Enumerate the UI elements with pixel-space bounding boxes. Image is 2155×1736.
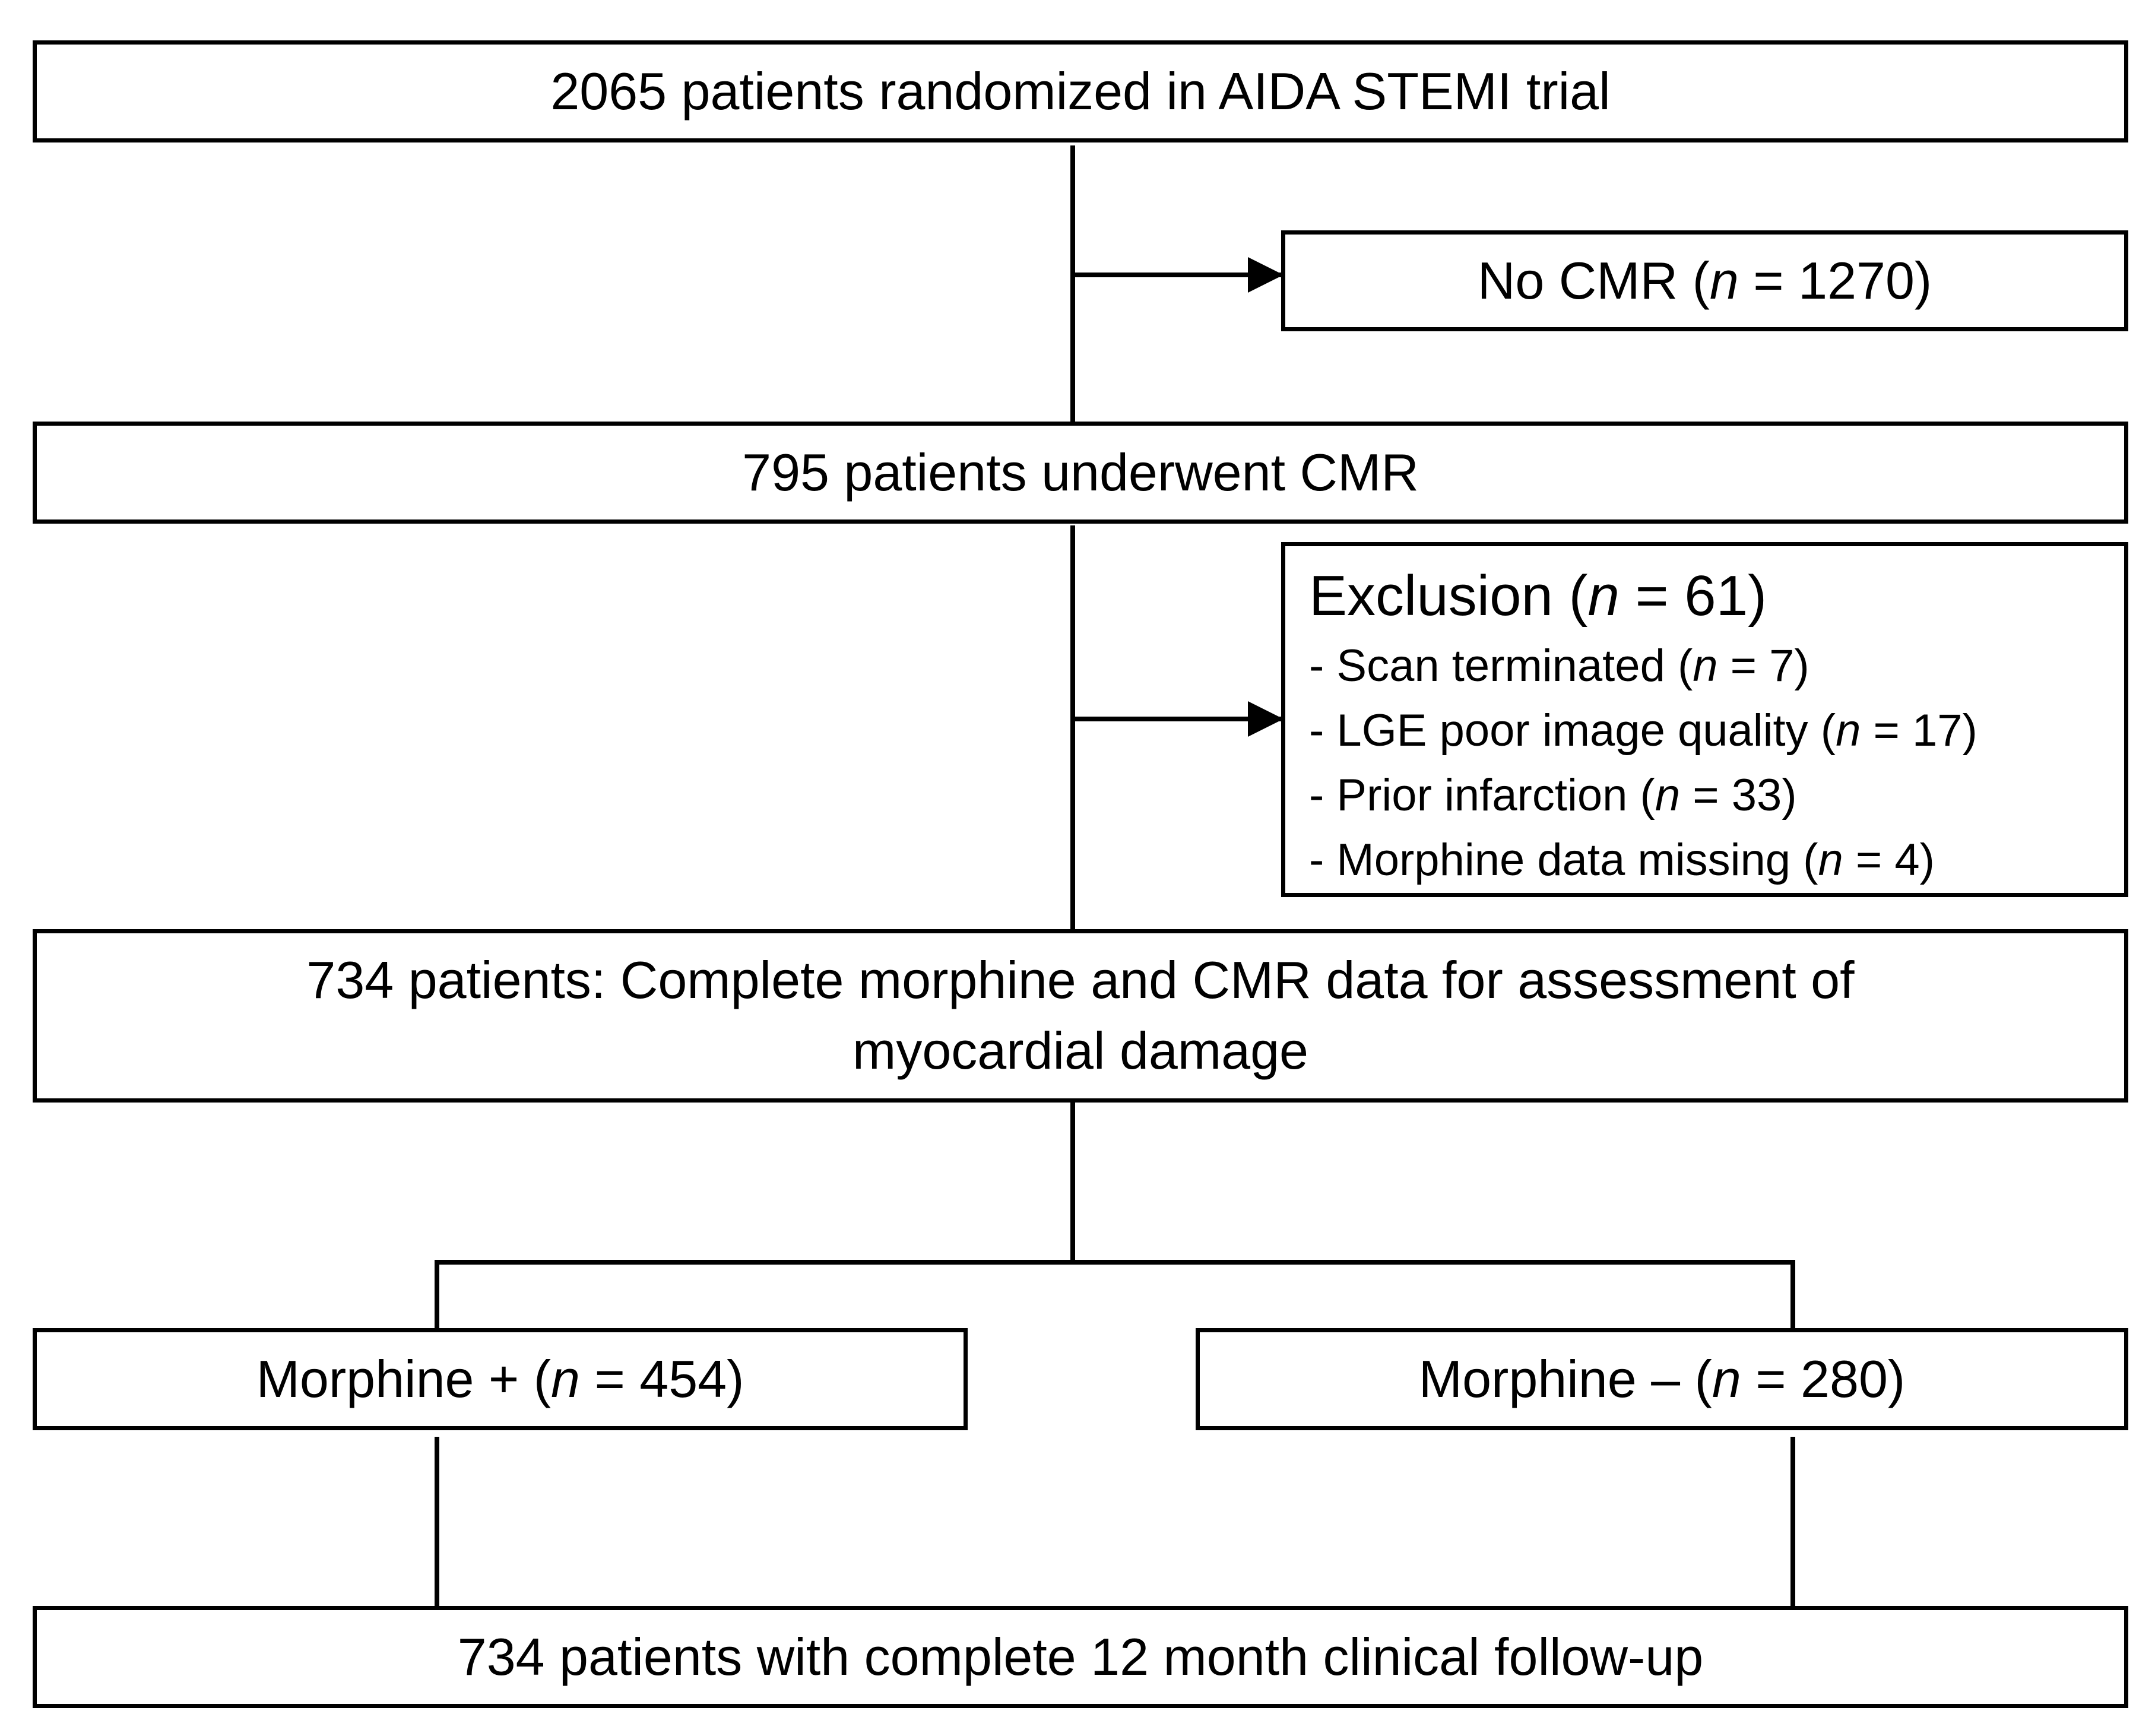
exclusion-item-prior-infarction: - Prior infarction (n = 33) xyxy=(1309,770,1797,821)
connector-main-bottom xyxy=(1070,1095,1075,1265)
exclusion-item-scan-terminated: - Scan terminated (n = 7) xyxy=(1309,641,1809,692)
arrow-to-no-cmr xyxy=(1248,257,1284,293)
exclusion-item-lge-poor-quality: - LGE poor image quality (n = 17) xyxy=(1309,705,1977,756)
connector-main-top xyxy=(1070,145,1075,422)
arrow-to-exclusion xyxy=(1248,701,1284,737)
box-morphine-plus: Morphine + (n = 454) xyxy=(33,1328,968,1430)
connector-split-horizontal xyxy=(435,1260,1795,1265)
randomized-text: 2065 patients randomized in AIDA STEMI t… xyxy=(550,61,1611,121)
connector-to-morphine-minus xyxy=(1790,1260,1795,1328)
complete-data-line2: myocardial damage xyxy=(853,1021,1308,1080)
box-underwent-cmr: 795 patients underwent CMR xyxy=(33,422,2128,524)
connector-morphine-plus-followup xyxy=(435,1437,439,1606)
followup-text: 734 patients with complete 12 month clin… xyxy=(457,1627,1704,1686)
morphine-plus-text: Morphine + (n = 454) xyxy=(256,1349,744,1408)
underwent-cmr-text: 795 patients underwent CMR xyxy=(742,442,1419,502)
connector-to-morphine-plus xyxy=(435,1260,439,1328)
box-exclusion: Exclusion (n = 61) - Scan terminated (n … xyxy=(1281,542,2128,897)
no-cmr-text: No CMR (n = 1270) xyxy=(1477,251,1932,310)
box-no-cmr: No CMR (n = 1270) xyxy=(1281,230,2128,331)
box-complete-data: 734 patients: Complete morphine and CMR … xyxy=(33,929,2128,1103)
connector-to-no-cmr xyxy=(1073,273,1284,277)
box-randomized: 2065 patients randomized in AIDA STEMI t… xyxy=(33,40,2128,142)
connector-to-exclusion xyxy=(1073,717,1284,721)
complete-data-line1: 734 patients: Complete morphine and CMR … xyxy=(306,951,1855,1010)
morphine-minus-text: Morphine – (n = 280) xyxy=(1418,1349,1906,1408)
connector-main-middle xyxy=(1070,525,1075,929)
exclusion-title: Exclusion (n = 61) xyxy=(1309,564,1767,628)
box-morphine-minus: Morphine – (n = 280) xyxy=(1196,1328,2128,1430)
exclusion-item-morphine-missing: - Morphine data missing (n = 4) xyxy=(1309,835,1935,886)
box-followup: 734 patients with complete 12 month clin… xyxy=(33,1606,2128,1708)
connector-morphine-minus-followup xyxy=(1790,1437,1795,1606)
